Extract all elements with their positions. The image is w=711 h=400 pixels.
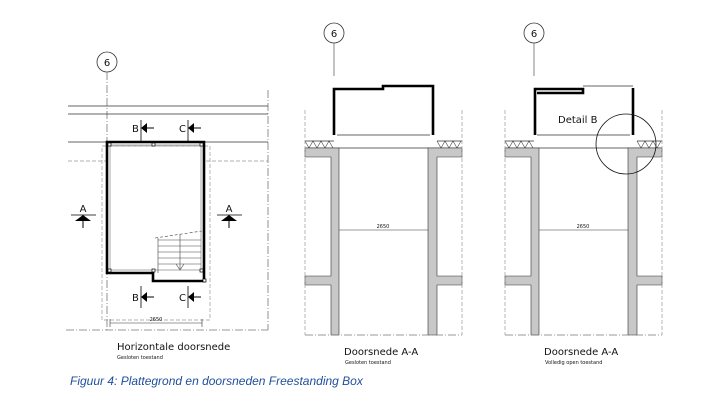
figure-caption: Figuur 4: Plattegrond en doorsneden Free… xyxy=(70,374,363,388)
wall-left xyxy=(504,147,540,336)
section-label: B xyxy=(132,124,139,135)
section-label: A xyxy=(80,204,87,215)
dimension-label: 2650 xyxy=(377,224,390,230)
section-closed: 6 2650 Doorsnede A-A Gesloten toestand xyxy=(304,22,463,366)
detail-label: Detail B xyxy=(558,115,598,126)
drawing-subtitle: Volledig open toestand xyxy=(545,360,602,366)
section-open: 6 Detail B 2650 Doorsnede A-A Volledig o… xyxy=(504,22,663,366)
box-section-outline xyxy=(332,84,435,135)
section-marker-a-left: A xyxy=(71,204,96,228)
section-marker-c-bottom: C xyxy=(179,286,201,308)
dimension-label: 2650 xyxy=(150,317,163,323)
grid-marker-label: 6 xyxy=(531,29,537,40)
section-marker-b-top: B xyxy=(132,120,154,142)
box-outline xyxy=(105,140,206,283)
inner-outline xyxy=(109,144,202,271)
drawing-subtitle: Gesloten toestand xyxy=(345,360,391,366)
section-marker-a-right: A xyxy=(217,204,242,228)
drawing-title: Doorsnede A-A xyxy=(544,347,618,358)
grid-marker-label: 6 xyxy=(331,29,337,40)
corner-posts xyxy=(107,142,207,283)
section-label: C xyxy=(179,293,186,304)
dimension-label: 2650 xyxy=(577,224,590,230)
section-marker-c-top: C xyxy=(179,120,201,142)
plan-view: 6 B xyxy=(66,51,269,361)
wall-right xyxy=(427,147,463,336)
grid-marker-label: 6 xyxy=(104,58,110,69)
wall-left xyxy=(304,147,340,336)
section-marker-b-bottom: B xyxy=(132,286,154,308)
section-label: A xyxy=(226,204,233,215)
stairs xyxy=(154,230,203,273)
drawing-subtitle: Gesloten toestand xyxy=(117,355,163,361)
insulation xyxy=(504,140,662,149)
section-label: B xyxy=(132,293,139,304)
wall-right xyxy=(627,147,663,336)
insulation xyxy=(304,140,462,149)
section-label: C xyxy=(179,124,186,135)
drawing-title: Doorsnede A-A xyxy=(344,347,418,358)
detail-b-circle xyxy=(595,113,657,175)
drawing-title: Horizontale doorsnede xyxy=(117,342,230,353)
box-section-outline xyxy=(533,87,585,135)
